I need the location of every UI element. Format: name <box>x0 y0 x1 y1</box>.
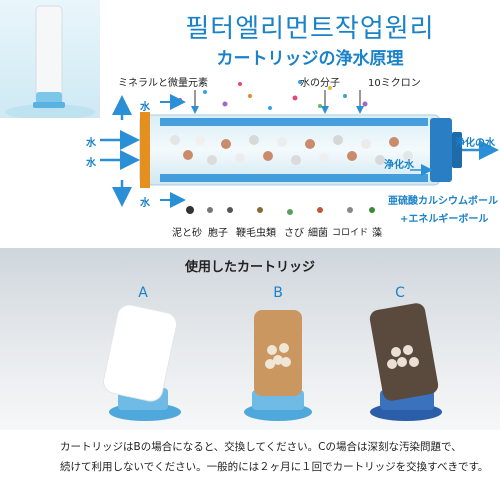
contaminant-particles <box>186 206 375 215</box>
label-clean-water-out: 浄化の水 <box>455 138 495 149</box>
letter-c: C <box>395 285 405 301</box>
usage-title: 使用したカートリッジ <box>184 260 315 275</box>
label-water-in-bottom: 水 <box>140 198 150 209</box>
membrane-arrows <box>191 90 364 114</box>
label-energy-ball: +エネルギーボール <box>400 214 489 225</box>
ceramic-balls <box>170 135 413 165</box>
label-flagellates: 鞭毛虫類 <box>236 228 276 239</box>
label-10-micron: 10ミクロン <box>368 78 421 89</box>
membrane-strips <box>160 118 428 182</box>
replacement-note: カートリッジはBの場合になると、交換してください。Cの場合は深刻な汚染問題で、 … <box>60 437 490 477</box>
replacement-note-line-1: カートリッジはBの場合になると、交換してください。Cの場合は深刻な汚染問題で、 <box>60 441 462 453</box>
label-algae: 藻 <box>372 228 382 239</box>
label-water-in-1: 水 <box>86 138 96 149</box>
cartridge-c-icon <box>369 303 442 421</box>
replacement-note-line-2: 続けて利用しないでください。一般的には２ヶ月に１回でカートリッジを交換すべきです… <box>60 461 489 473</box>
page-title-korean: 필터엘리먼트작업원리 <box>185 14 435 44</box>
label-water-in-2: 水 <box>86 158 96 169</box>
label-rust: さび <box>284 228 304 239</box>
right-end-cap <box>430 118 452 182</box>
label-mud-sand: 泥と砂 <box>172 228 202 239</box>
label-bacteria: 細菌 <box>308 228 328 239</box>
letter-b: B <box>273 285 283 301</box>
inflow-arrows <box>100 94 186 208</box>
cartridge-b-icon <box>244 310 312 421</box>
filter-diagram <box>100 80 499 215</box>
label-minerals: ミネラルと微量元素 <box>118 78 208 89</box>
page-title-japanese: カートリッジの浄水原理 <box>216 49 404 69</box>
label-water-in-top: 水 <box>140 102 150 113</box>
label-calcium-ball: 亜硫酸カルシウムボール <box>388 196 498 207</box>
cartridge-thumbnail-icon <box>5 5 95 120</box>
letter-a: A <box>138 285 148 301</box>
product-thumbnail <box>0 0 100 120</box>
used-cartridges-illustration <box>103 303 442 421</box>
label-spores: 胞子 <box>208 228 228 239</box>
cartridge-a-icon <box>103 304 181 421</box>
label-colloid: コロイド <box>332 228 369 238</box>
label-clean-water: 浄化水 <box>384 160 414 171</box>
left-cap <box>140 112 150 188</box>
label-water-molecule: 水の分子 <box>300 78 340 89</box>
